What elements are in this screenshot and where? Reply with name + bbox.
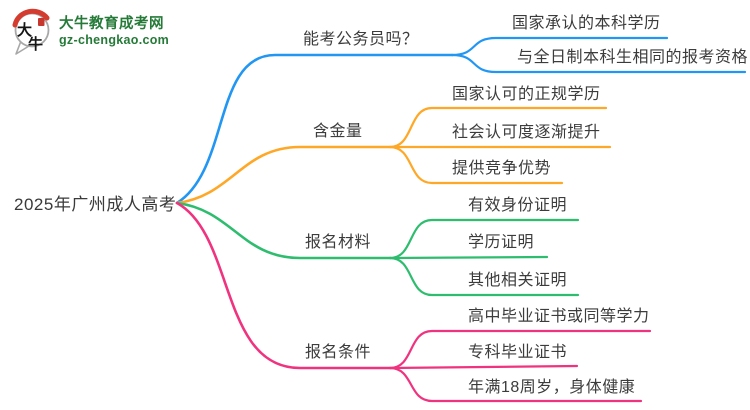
- child-node-label: 其他相关证明: [468, 272, 568, 289]
- branch-label-materials: 报名材料: [305, 234, 372, 251]
- branch3-child2-line: [388, 255, 549, 260]
- child-node-label: 专科毕业证书: [468, 344, 568, 361]
- branch-label-civil-service: 能考公务员吗？: [303, 31, 419, 48]
- branch1-child2-line: [450, 53, 747, 74]
- logo-char-1: 大: [17, 21, 32, 39]
- branch1-child1-line: [450, 36, 669, 57]
- site-url: gz-chengkao.com: [59, 33, 170, 48]
- logo-bubble-icon: 大 牛: [12, 8, 50, 55]
- site-logo: 大 牛 大牛教育成考网 gz-chengkao.com: [10, 8, 169, 56]
- child-node-label: 与全日制本科生相同的报考资格: [517, 49, 749, 66]
- branch-label-conditions: 报名条件: [305, 344, 372, 361]
- child-node-label: 年满18周岁，身体健康: [468, 379, 636, 396]
- branch3-child1-line: [388, 218, 580, 260]
- site-name: 大牛教育成考网: [59, 15, 164, 32]
- child-node-label: 提供竞争优势: [452, 160, 552, 177]
- child-node-label: 国家认可的正规学历: [452, 86, 601, 103]
- branch3-child3-line: [388, 256, 580, 297]
- branch2-line: [175, 145, 392, 205]
- branch4-line: [175, 201, 392, 370]
- child-node-label: 国家承认的本科学历: [512, 15, 661, 32]
- branch-label-value: 含金量: [313, 123, 363, 140]
- branch2-child3-line: [388, 145, 564, 185]
- child-node-label: 社会认可度逐渐提升: [452, 124, 601, 141]
- logo-seal: [38, 18, 45, 26]
- root-node-label: 2025年广州成人高考: [14, 195, 177, 214]
- branch2-child1-line: [388, 106, 608, 149]
- branch1-line: [175, 53, 454, 205]
- branch4-child2-line: [388, 364, 579, 370]
- branch4-child3-line: [388, 366, 643, 403]
- child-node-label: 高中毕业证书或同等学力: [468, 308, 650, 325]
- child-node-label: 有效身份证明: [468, 197, 568, 214]
- logo-char-2: 牛: [28, 35, 43, 53]
- branch4-child1-line: [388, 329, 652, 370]
- branch3-line: [175, 201, 392, 260]
- child-node-label: 学历证明: [468, 234, 535, 251]
